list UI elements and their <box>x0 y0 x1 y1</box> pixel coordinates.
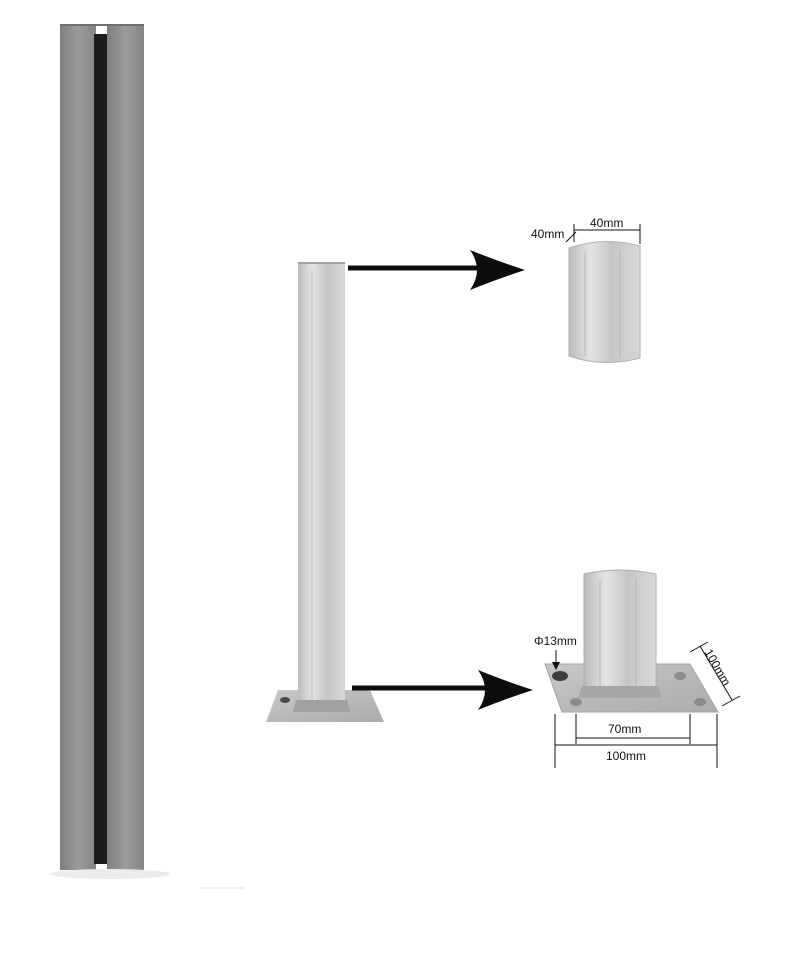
section-detail: 40mm 40mm <box>531 216 641 364</box>
arrow-down-icon <box>552 662 560 670</box>
wpc-post-shadow <box>50 869 170 879</box>
arrow-to-section <box>348 250 525 290</box>
plate-depth-label: 100mm <box>701 647 733 689</box>
plate-width-label: 100mm <box>606 749 646 763</box>
wpc-post-right-face <box>107 24 144 870</box>
arrow-to-base <box>352 670 533 710</box>
wpc-post-left-face <box>60 24 96 870</box>
section-depth-dimension-line <box>565 231 577 243</box>
arrow-right-icon <box>478 670 533 710</box>
steel-post <box>266 262 384 722</box>
base-plate-detail-tube <box>583 569 657 695</box>
steel-post-weld <box>293 700 350 712</box>
hole-spacing-label: 70mm <box>608 722 641 736</box>
section-width-label: 40mm <box>590 216 623 230</box>
steel-post-tube <box>298 262 345 710</box>
base-plate-detail: Φ13mm 100mm 70mm 100mm <box>534 569 741 768</box>
wpc-post-groove <box>94 34 109 864</box>
plate-depth-dimension-line <box>699 645 733 701</box>
hole-diameter-label: Φ13mm <box>534 634 577 648</box>
section-depth-label: 40mm <box>531 227 564 241</box>
arrow-right-icon <box>470 250 525 290</box>
section-detail-tube <box>568 240 641 364</box>
wpc-post <box>50 24 170 879</box>
base-plate-detail-hole <box>552 671 568 681</box>
base-plate-hole <box>280 697 290 703</box>
